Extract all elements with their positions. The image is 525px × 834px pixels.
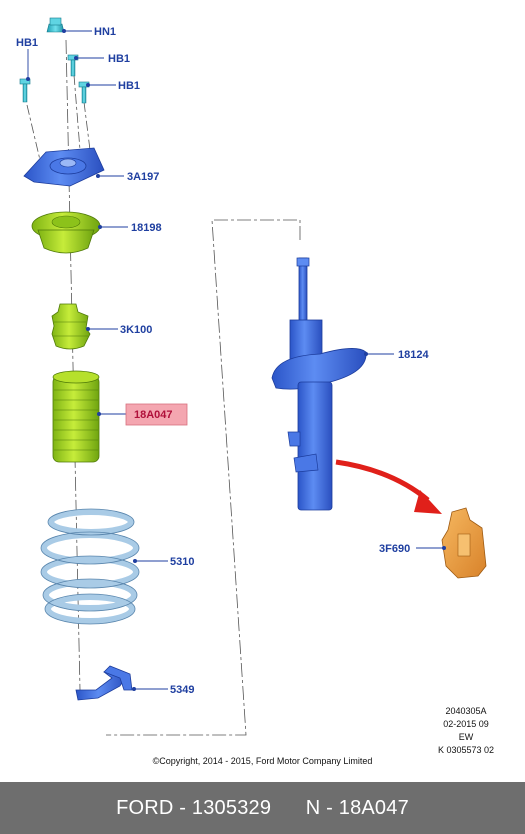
- shock-absorber-strut-part[interactable]: [271, 257, 367, 511]
- assembly-group-bracket: [106, 219, 301, 736]
- nut-hn1-part[interactable]: [46, 17, 65, 33]
- bolt-hb1-part[interactable]: [67, 54, 79, 77]
- spring-seat-part[interactable]: [75, 665, 133, 701]
- strut-bearing-part[interactable]: [31, 211, 101, 254]
- bump-stop-part[interactable]: [51, 303, 91, 350]
- footer-part-code: N - 18A047: [305, 796, 409, 819]
- label-hb1: HB1: [16, 37, 38, 49]
- leader-lines: [27, 30, 444, 690]
- footer-part-number: FORD - 1305329: [116, 796, 272, 819]
- drawing-ref: 2040305A: [445, 706, 487, 716]
- leader-dots: [26, 29, 446, 691]
- fastener-axis-line: [83, 101, 91, 151]
- bolt-hb1-part[interactable]: [19, 78, 31, 103]
- label-coil-spring: 5310: [170, 556, 194, 568]
- part-number-footer: FORD - 1305329 N - 18A047: [0, 782, 525, 834]
- top-mount-part[interactable]: [23, 147, 105, 187]
- exploded-parts-diagram: HN1 HB1 HB1 HB1 3A197 18198 3K100 18A047…: [16, 17, 487, 736]
- drawing-kcode: K 0305573 02: [437, 745, 495, 755]
- footer-spacer: [271, 797, 306, 820]
- assembly-axis-line: [65, 39, 81, 691]
- relocation-arrow: [335, 459, 442, 514]
- bracket-part[interactable]: [441, 507, 487, 579]
- label-top-mount: 3A197: [127, 171, 159, 183]
- drawing-code: EW: [458, 732, 474, 742]
- label-strut: 18124: [398, 349, 429, 361]
- drawing-date: 02-2015 09: [443, 719, 489, 729]
- highlight-box: [125, 403, 188, 426]
- fastener-axis-line: [26, 104, 41, 161]
- label-spring-seat: 5349: [170, 684, 194, 696]
- label-hb1: HB1: [118, 80, 140, 92]
- coil-spring-part[interactable]: [41, 509, 139, 624]
- label-dust-boot-highlighted: 18A047: [134, 409, 173, 421]
- label-hn1: HN1: [94, 26, 116, 38]
- label-hb1: HB1: [108, 53, 130, 65]
- coil-spring-outline: [40, 508, 140, 625]
- label-bearing: 18198: [131, 222, 162, 234]
- label-bracket: 3F690: [379, 543, 410, 555]
- fastener-axis-line: [73, 74, 81, 151]
- dust-boot-part[interactable]: [52, 370, 100, 463]
- label-bump-stop: 3K100: [120, 324, 152, 336]
- copyright-notice: ©Copyright, 2014 - 2015, Ford Motor Comp…: [152, 756, 373, 766]
